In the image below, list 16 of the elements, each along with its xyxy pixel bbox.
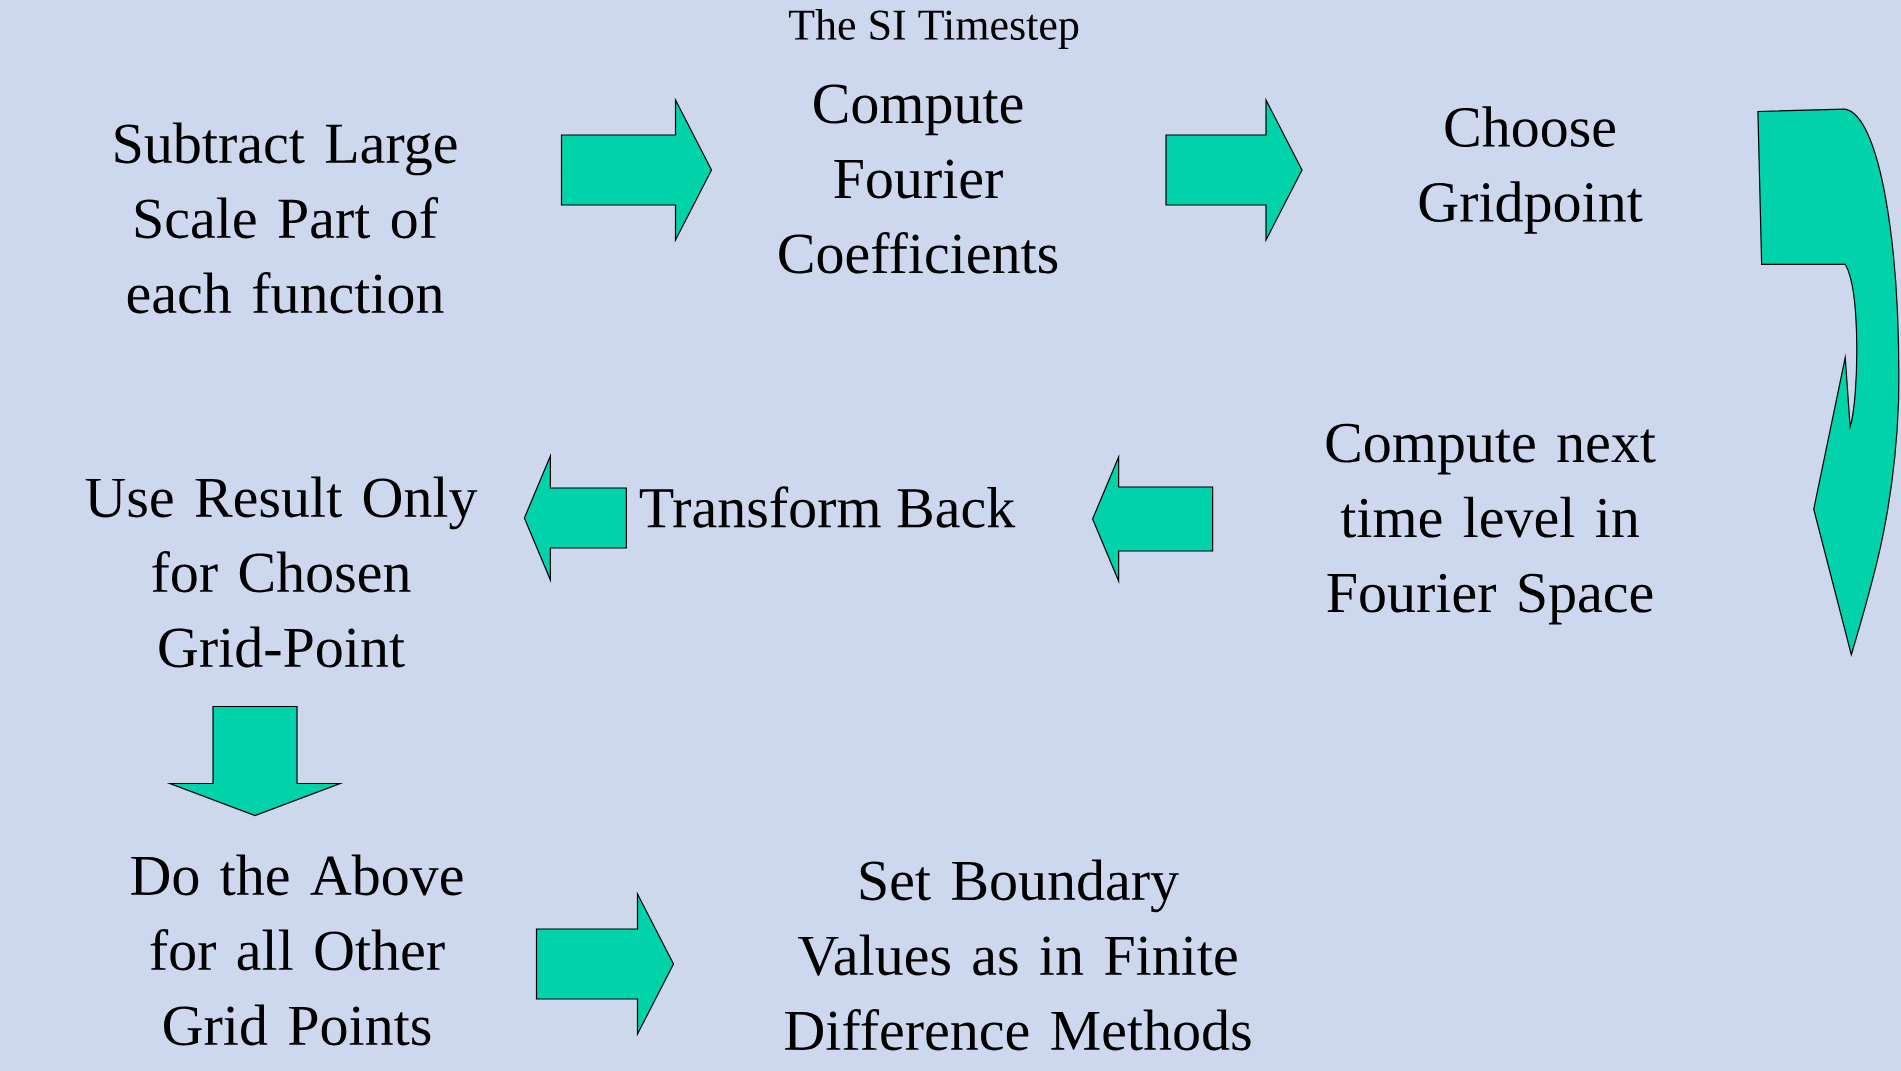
block-arrow (1165, 97, 1303, 243)
step-text: Transform Back (639, 486, 1016, 528)
step-text: Compute next time level in Fourier Space (1326, 423, 1656, 625)
step-text: Compute Fourier Coefficients (779, 84, 1058, 274)
step-text: Set Boundary Values as in Finite Difference Methods (785, 859, 1251, 1051)
block-arrow (1757, 108, 1900, 656)
title: The SI Timestep (788, 9, 1079, 49)
step-text: Choose Gridpoint (1419, 106, 1643, 234)
step-text: Subtract Large Scale Part of each function (115, 122, 457, 314)
block-arrow (1091, 454, 1214, 584)
block-arrow (166, 705, 344, 817)
step-text: Use Result Only for Chosen Grid-Point (85, 476, 478, 668)
step-text: Do the Above for all Other Grid Points (131, 854, 463, 1046)
block-arrow (560, 97, 713, 243)
block-arrow (523, 453, 627, 583)
block-arrow (535, 891, 675, 1037)
